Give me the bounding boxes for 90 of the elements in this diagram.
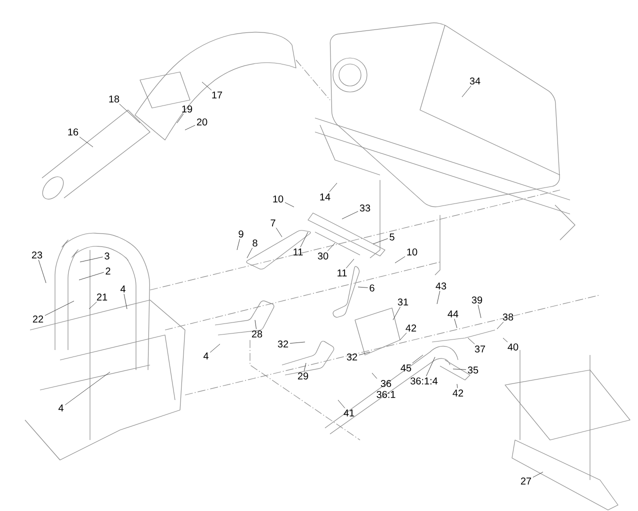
callout-number: 9 [238, 230, 244, 238]
leader-line [276, 228, 282, 238]
callout-number: 11 [338, 270, 347, 276]
callout-number: 36 36:1 [376, 380, 396, 398]
leader-line [124, 294, 128, 310]
callout-number: 20 [196, 118, 208, 126]
leader-line [304, 362, 306, 372]
callout-number: 17 [212, 92, 222, 98]
callout-number: 3 [104, 252, 110, 260]
callout-number: 4 [58, 404, 64, 412]
leader-line [358, 352, 370, 356]
leader-line [284, 202, 294, 208]
callout-number: 21 [96, 294, 108, 300]
callout-number: 5 [390, 234, 394, 240]
leader-line [338, 400, 346, 408]
leader-line [79, 136, 94, 148]
callout-number: 14 [320, 194, 330, 200]
callout-number: 31 [398, 298, 408, 306]
leader-line [532, 472, 544, 478]
callout-number: 10 [407, 248, 418, 256]
callout-number: 18 [109, 95, 120, 103]
leader-line [64, 372, 110, 406]
callout-number: 16 [68, 128, 78, 136]
leader-line [392, 306, 401, 320]
callout-number: 4 [203, 352, 208, 360]
callout-number: 29 [298, 372, 308, 380]
callout-number: 4 [120, 286, 126, 292]
leader-line [478, 304, 482, 318]
leader-line [327, 242, 336, 252]
leader-line [468, 338, 475, 344]
leader-line [372, 372, 378, 379]
callout-number: 7 [270, 220, 276, 226]
callout-number: 43 [436, 282, 446, 290]
leader-line [236, 238, 240, 250]
callout-number: 35 [468, 366, 478, 374]
callout-number: 37 [474, 345, 486, 353]
leader-line [372, 238, 388, 244]
callout-number: 39 [472, 296, 482, 304]
callout-number: 8 [252, 239, 258, 247]
callout-number: 30 [318, 252, 328, 260]
leader-line [176, 114, 184, 124]
leader-line [342, 211, 358, 220]
callout-number: 33 [360, 204, 370, 212]
leader-line [78, 272, 104, 280]
leader-line [300, 232, 308, 248]
callout-number: 38 [502, 313, 514, 321]
callout-number: 42 [406, 324, 416, 332]
callout-number: 10 [273, 195, 284, 203]
callout-number: 6 [370, 284, 374, 292]
leader-line [456, 384, 458, 388]
leader-line [290, 342, 306, 344]
leader-line [400, 332, 407, 340]
callout-number: 2 [106, 268, 110, 274]
leader-line [452, 368, 466, 370]
leader-line [38, 260, 46, 284]
leader-line [88, 302, 97, 310]
callout-number: 34 [470, 77, 480, 85]
leader-line [502, 338, 508, 342]
callout-number: 19 [182, 105, 192, 113]
leader-line [394, 256, 406, 264]
leader-line [426, 356, 436, 376]
leader-line [436, 290, 440, 304]
callout-number: 44 [448, 310, 458, 318]
leader-line [80, 256, 104, 262]
callout-number: 22 [32, 316, 44, 322]
leader-line [358, 286, 368, 288]
leader-line [202, 82, 212, 90]
leader-line [328, 182, 338, 192]
callout-number: 11 [294, 248, 303, 256]
callout-number: 41 [344, 410, 354, 416]
callout-number: 32 [278, 340, 288, 348]
callout-number: 32 [346, 353, 358, 361]
callout-number: 23 [32, 251, 42, 259]
callout-number: 42 [452, 390, 464, 396]
leader-line [119, 104, 140, 124]
leader-line [346, 258, 354, 268]
leader-line [496, 322, 504, 330]
leader-line [184, 125, 196, 130]
callout-number: 36:1:4 [410, 377, 438, 385]
leader-line [210, 344, 220, 353]
callout-number: 28 [252, 330, 262, 338]
leader-line [246, 248, 253, 258]
leader-line [412, 354, 424, 364]
callout-number: 45 [400, 364, 412, 372]
leader-line [454, 318, 458, 328]
leader-line [462, 86, 472, 98]
leader-line [254, 320, 257, 330]
leader-line [44, 300, 74, 316]
callout-number: 27 [520, 478, 532, 484]
callout-number: 40 [508, 343, 518, 351]
